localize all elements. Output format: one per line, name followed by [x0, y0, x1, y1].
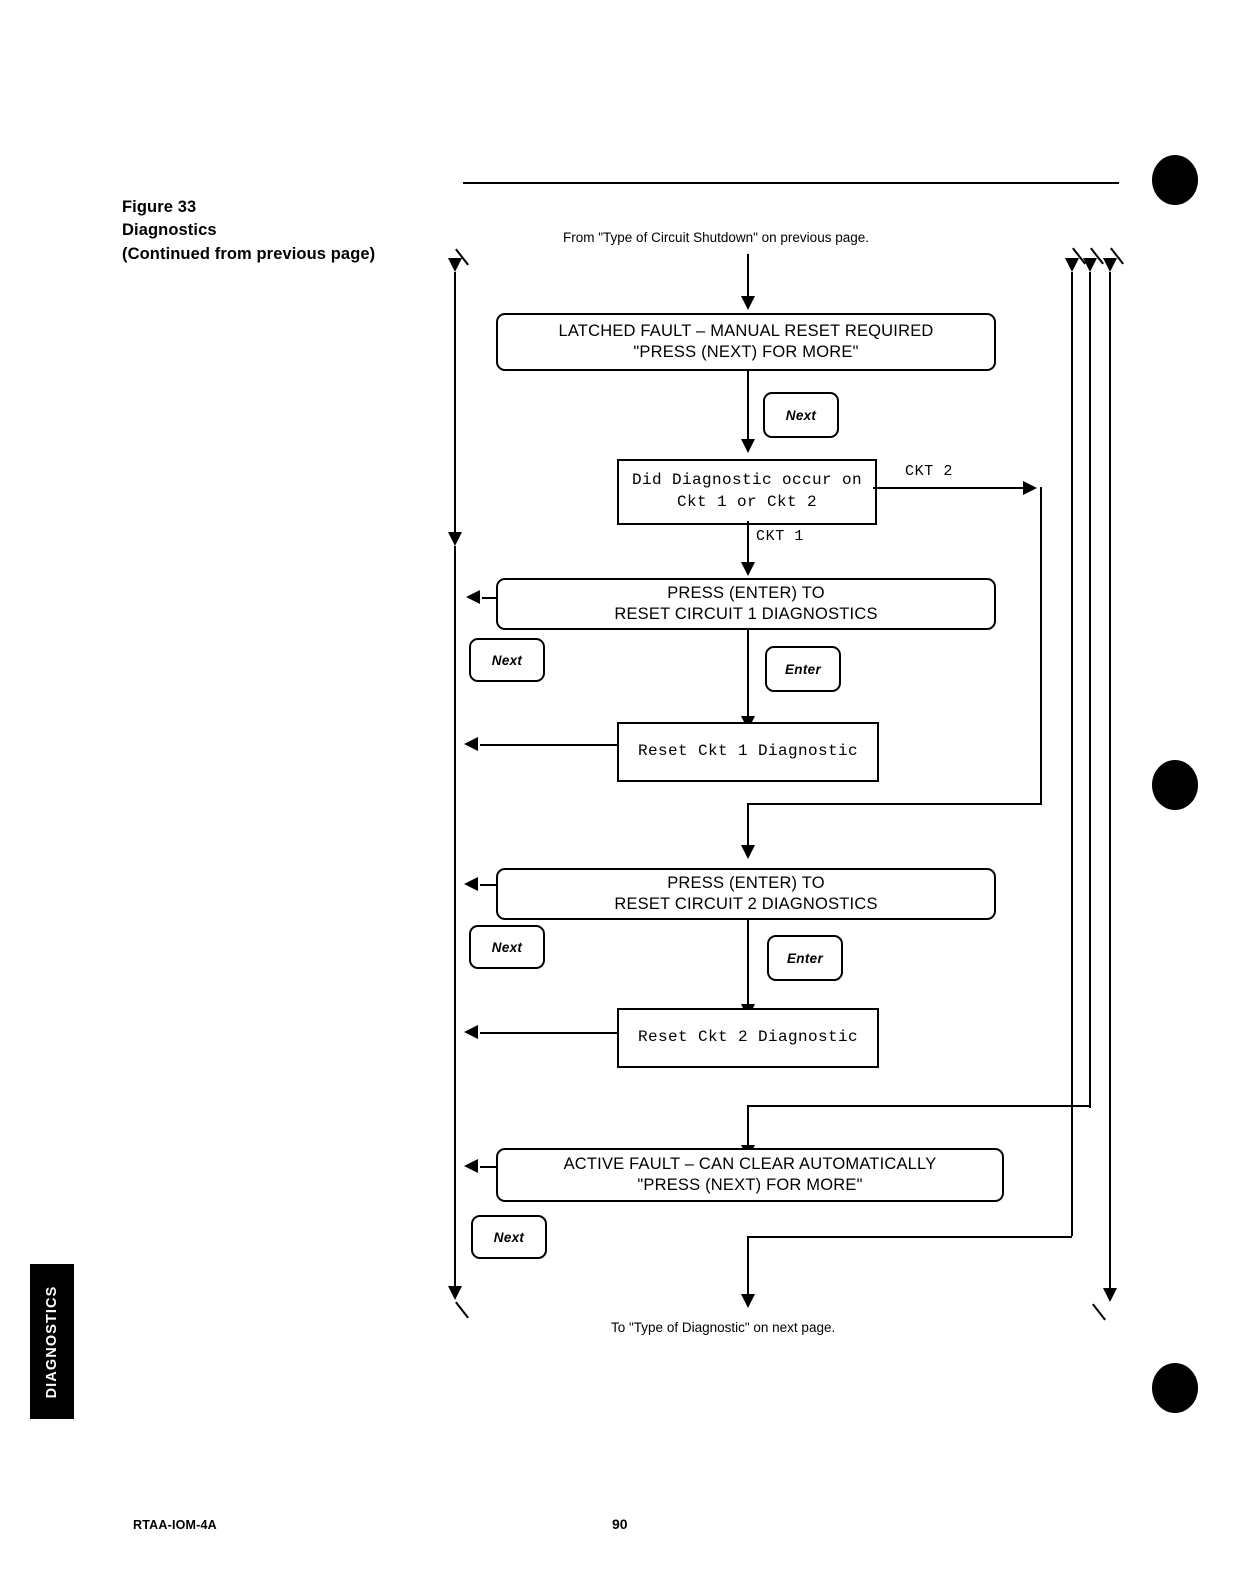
reset-ckt1-line1: Reset Ckt 1 Diagnostic	[637, 742, 859, 761]
arrowhead-exit-ckt1-next	[466, 590, 480, 604]
break-mark-left-bottom	[455, 1301, 469, 1319]
left-bus-segment-1	[454, 272, 456, 534]
press-enter-ckt1-line1: PRESS (ENTER) TO	[667, 583, 825, 602]
arrowhead-reset2-return	[464, 1025, 478, 1039]
arrowhead-right-bus-c	[1103, 258, 1117, 272]
ckt2-branch-down	[1040, 487, 1042, 804]
figure-caption: Figure 33 Diagnostics (Continued from pr…	[122, 196, 452, 266]
active-fault-line1: ACTIVE FAULT – CAN CLEAR AUTOMATICALLY	[563, 1154, 937, 1173]
arrowhead-ckt1	[741, 562, 755, 576]
exit-active-fault-next-stub	[480, 1166, 498, 1168]
arrowhead-left-bus-top	[448, 258, 462, 272]
link-latched-to-decision	[747, 369, 749, 441]
arrowhead-right-bus-a	[1065, 258, 1079, 272]
press-enter-ckt2-line2: RESET CIRCUIT 2 DIAGNOSTICS	[614, 895, 878, 913]
reset2-return-line	[480, 1032, 617, 1034]
key-next-3[interactable]: Next	[469, 925, 545, 969]
key-next-2[interactable]: Next	[469, 638, 545, 682]
link-enter-to-reset2	[747, 918, 749, 1006]
active-fault-line2: "PRESS (NEXT) FOR MORE"	[637, 1176, 863, 1194]
link-enter-to-reset1	[747, 628, 749, 718]
figure-continued: (Continued from previous page)	[122, 244, 376, 263]
latched-fault-line1: LATCHED FAULT – MANUAL RESET REQUIRED	[558, 321, 934, 340]
footer-document-number: RTAA-IOM-4A	[133, 1518, 217, 1532]
press-enter-ckt1-line2: RESET CIRCUIT 1 DIAGNOSTICS	[614, 605, 878, 623]
section-tab-diagnostics: DIAGNOSTICS	[30, 1264, 74, 1419]
ckt2-branch-return	[748, 803, 1042, 805]
reset1-return-line	[480, 744, 617, 746]
exit-ckt2-next-stub	[480, 884, 498, 886]
bottom-exit-horizontal	[748, 1236, 1072, 1238]
arrowhead-decision	[741, 439, 755, 453]
ckt2-branch-into-box2	[747, 803, 749, 847]
key-next-4[interactable]: Next	[471, 1215, 547, 1259]
arrowhead-ckt2-right	[1023, 481, 1037, 495]
arrowhead-right-bus-b	[1083, 258, 1097, 272]
edge-label-ckt2: CKT 2	[905, 463, 954, 480]
press-enter-ckt2-line1: PRESS (ENTER) TO	[667, 873, 825, 892]
register-dot-top	[1152, 155, 1198, 205]
figure-title: Diagnostics	[122, 221, 217, 240]
exit-ckt1-next-stub	[482, 597, 498, 599]
right-bus-c	[1109, 272, 1111, 1288]
entry-line	[747, 254, 749, 298]
decision-line2: Ckt 1 or Ckt 2	[676, 493, 818, 511]
note-to-next-page: To "Type of Diagnostic" on next page.	[611, 1320, 836, 1335]
section-tab-label: DIAGNOSTICS	[44, 1285, 60, 1398]
right-bus-a	[1071, 272, 1073, 1236]
key-enter-2[interactable]: Enter	[767, 935, 843, 981]
break-mark-right-c-bottom	[1092, 1303, 1106, 1321]
node-reset-ckt2: Reset Ckt 2 Diagnostic	[617, 1008, 879, 1068]
key-next-1[interactable]: Next	[763, 392, 839, 438]
node-press-enter-ckt2: PRESS (ENTER) TO RESET CIRCUIT 2 DIAGNOS…	[496, 868, 996, 920]
note-from-previous-page: From "Type of Circuit Shutdown" on previ…	[563, 230, 869, 245]
register-dot-middle	[1152, 760, 1198, 810]
latched-fault-line2: "PRESS (NEXT) FOR MORE"	[633, 343, 859, 361]
edge-label-ckt1: CKT 1	[756, 528, 805, 545]
ckt2-branch-horizontal	[873, 487, 1025, 489]
arrowhead-right-bus-c-end	[1103, 1288, 1117, 1302]
bottom-exit-down	[747, 1236, 749, 1296]
right-bus-b	[1089, 272, 1091, 1108]
node-decision-circuit: Did Diagnostic occur on Ckt 1 or Ckt 2	[617, 459, 877, 525]
arrowhead-ckt2-into-box2	[741, 845, 755, 859]
left-bus-segment-2	[454, 546, 456, 1286]
ckt1-branch-down	[747, 521, 749, 564]
arrowhead-reset1-return	[464, 737, 478, 751]
active-fault-feed-down	[747, 1105, 749, 1147]
header-rule	[463, 182, 1119, 184]
arrowhead-bottom-exit	[741, 1294, 755, 1308]
arrowhead-entry	[741, 296, 755, 310]
node-active-fault: ACTIVE FAULT – CAN CLEAR AUTOMATICALLY "…	[496, 1148, 1004, 1202]
key-enter-1[interactable]: Enter	[765, 646, 841, 692]
register-dot-bottom	[1152, 1363, 1198, 1413]
decision-line1: Did Diagnostic occur on	[631, 471, 863, 490]
footer-page-number: 90	[612, 1516, 628, 1532]
arrowhead-left-bus-mid	[448, 532, 462, 546]
reset-ckt2-line1: Reset Ckt 2 Diagnostic	[637, 1028, 859, 1047]
node-reset-ckt1: Reset Ckt 1 Diagnostic	[617, 722, 879, 782]
arrowhead-exit-ckt2-next	[464, 877, 478, 891]
arrowhead-exit-active-fault	[464, 1159, 478, 1173]
node-latched-fault: LATCHED FAULT – MANUAL RESET REQUIRED "P…	[496, 313, 996, 371]
figure-number: Figure 33	[122, 198, 197, 216]
arrowhead-left-bus-bottom	[448, 1286, 462, 1300]
active-fault-feed-horizontal	[748, 1105, 1090, 1107]
node-press-enter-ckt1: PRESS (ENTER) TO RESET CIRCUIT 1 DIAGNOS…	[496, 578, 996, 630]
